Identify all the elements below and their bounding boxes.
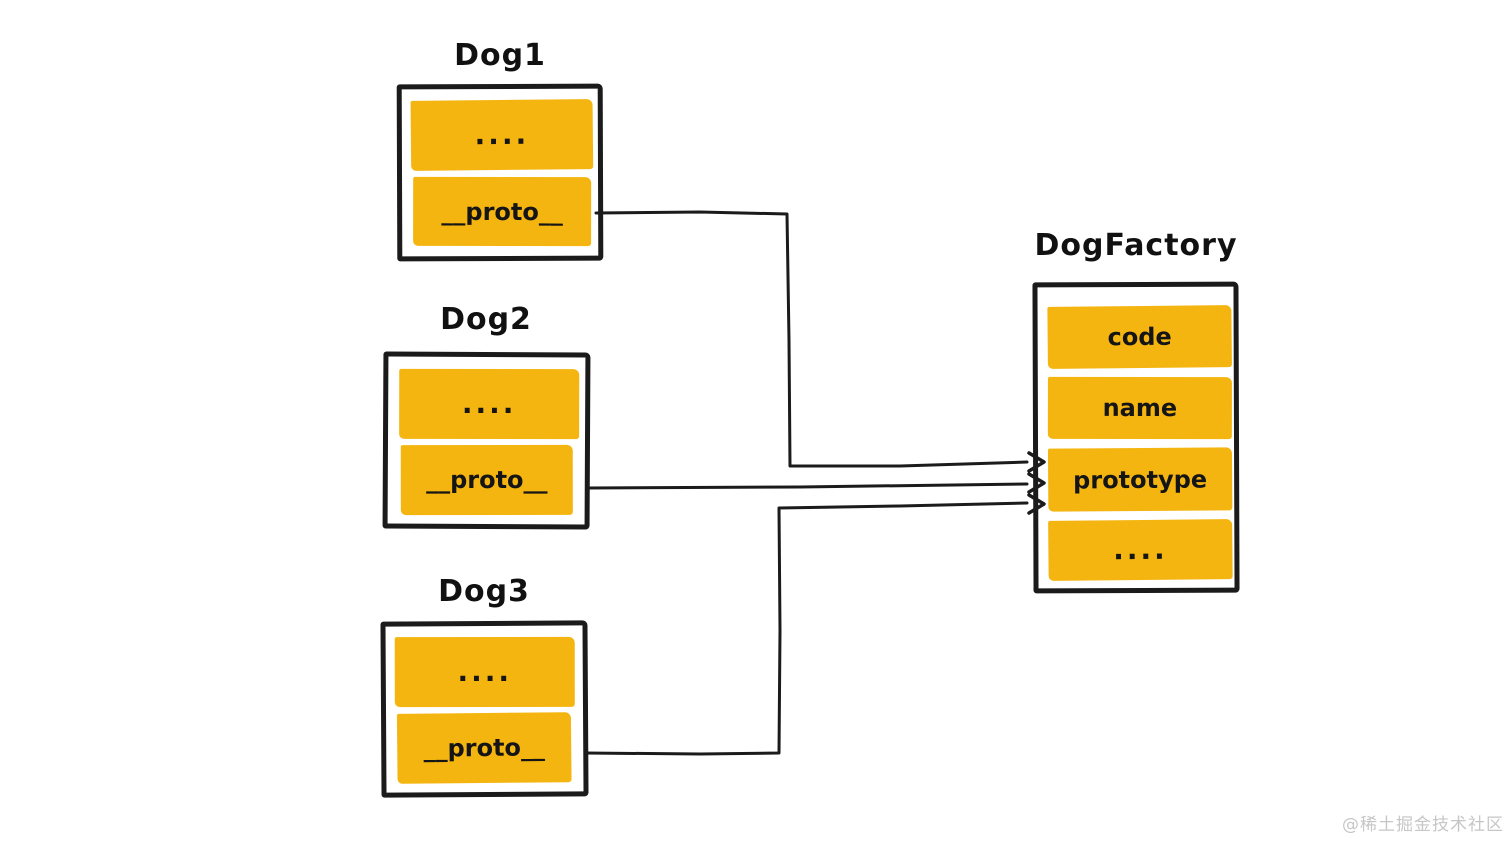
dog1-row-proto: __proto__ bbox=[413, 176, 592, 247]
dog2-title: Dog2 bbox=[440, 302, 532, 337]
dog3-title: Dog3 bbox=[438, 574, 530, 609]
connector-dog2-proto-to-prototype bbox=[586, 482, 1029, 490]
dog3-node: .... __proto__ bbox=[380, 620, 589, 798]
dog2-row-dots: .... bbox=[399, 368, 580, 440]
watermark: @稀土掘金技术社区 bbox=[1342, 815, 1504, 835]
dogfactory-row-name: name bbox=[1047, 376, 1232, 440]
dogfactory-row-dots: .... bbox=[1048, 519, 1233, 581]
dogfactory-row-prototype: prototype bbox=[1047, 447, 1233, 512]
dogfactory-node: code name prototype .... bbox=[1032, 281, 1240, 594]
dog1-title: Dog1 bbox=[454, 38, 546, 73]
dog3-row-proto: __proto__ bbox=[396, 712, 572, 784]
dog1-node: .... __proto__ bbox=[396, 83, 604, 262]
dogfactory-title: DogFactory bbox=[1034, 228, 1238, 263]
dog1-row-dots: .... bbox=[410, 99, 594, 171]
connector-dog3-proto-to-prototype bbox=[583, 501, 1029, 756]
dogfactory-row-code: code bbox=[1047, 305, 1232, 369]
dog2-row-proto: __proto__ bbox=[400, 444, 573, 516]
connector-dog1-proto-to-prototype bbox=[594, 210, 1029, 468]
dog2-node: .... __proto__ bbox=[382, 351, 591, 530]
dog3-row-dots: .... bbox=[394, 636, 575, 708]
